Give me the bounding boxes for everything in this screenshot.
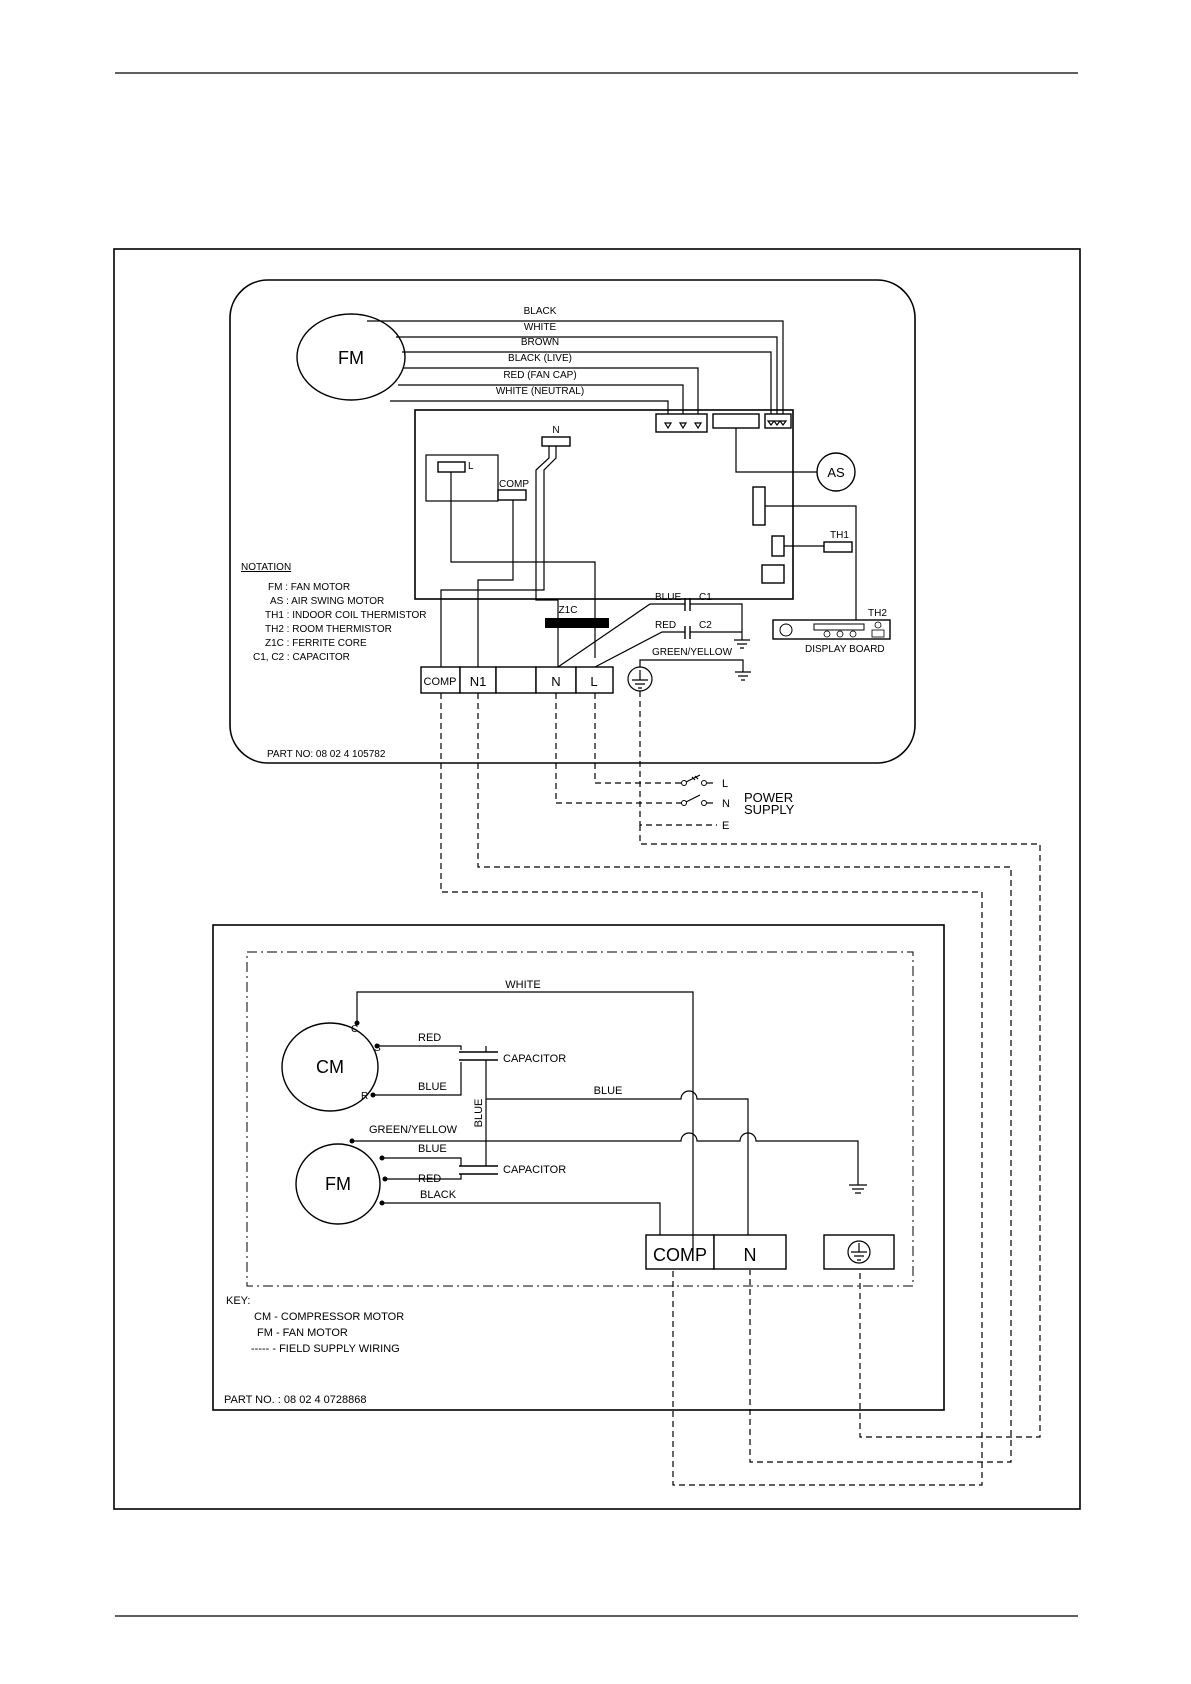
display-connector xyxy=(761,564,785,584)
cap-c1-wire-label: BLUE xyxy=(655,592,681,603)
terminal-n1-label: N1 xyxy=(470,674,487,689)
outdoor-wire-red-cm: RED xyxy=(418,1032,441,1044)
terminal-comp-label: COMP xyxy=(424,676,457,688)
power-supply-label-2: SUPPLY xyxy=(744,802,795,817)
field-supply-wiring xyxy=(440,693,1041,1486)
indoor-fan-motor-label: FM xyxy=(338,348,364,368)
terminal-l xyxy=(575,666,614,694)
compressor-s-label: S xyxy=(374,1043,381,1054)
ferrite-core-z1c xyxy=(545,618,609,628)
outdoor-wire-white: WHITE xyxy=(505,979,540,991)
power-l-label: L xyxy=(722,778,728,790)
th2-label: TH2 xyxy=(868,608,887,619)
outdoor-terminal-comp xyxy=(645,1234,715,1270)
terminal-l-label: L xyxy=(590,674,597,689)
compressor-motor xyxy=(281,1022,379,1112)
pcb-l-group xyxy=(425,454,499,502)
terminal-n1 xyxy=(459,666,497,694)
indoor-unit-outline xyxy=(229,279,916,764)
wire-label-brown: BROWN xyxy=(521,337,559,348)
pcb-comp-label: COMP xyxy=(499,479,529,490)
indoor-unit: FM BLACK WHITE BROWN BLACK (LIVE) RED (F… xyxy=(229,279,916,764)
wire-label-black-live: BLACK (LIVE) xyxy=(508,353,572,364)
outdoor-fan-motor xyxy=(295,1143,381,1225)
outdoor-unit-inner xyxy=(246,951,914,1287)
earth-wire-label: GREEN/YELLOW xyxy=(652,647,733,658)
compressor-motor-label: CM xyxy=(316,1057,344,1077)
outdoor-capacitor-2: CAPACITOR xyxy=(503,1164,566,1176)
diagram-frame xyxy=(113,248,1081,1510)
wire-label-white-neutral: WHITE (NEUTRAL) xyxy=(496,386,584,397)
pcb-n-label: N xyxy=(552,425,559,436)
cap-c2-label: C2 xyxy=(699,620,712,631)
terminal-n-label: N xyxy=(551,674,560,689)
display-board-label: DISPLAY BOARD xyxy=(805,644,885,655)
power-supply: L N E POWER SUPPLY xyxy=(555,691,795,832)
cap-c1-label: C1 xyxy=(699,592,712,603)
outdoor-wire-green-yellow: GREEN/YELLOW xyxy=(369,1124,458,1136)
outdoor-wire-blue-vertical: BLUE xyxy=(473,1099,485,1128)
pcb-comp-pad xyxy=(497,489,527,501)
compressor-c-label: C xyxy=(351,1024,358,1035)
notation-th1: TH1 : INDOOR COIL THERMISTOR xyxy=(265,610,427,621)
outdoor-terminal-comp-label: COMP xyxy=(653,1245,707,1265)
terminal-n xyxy=(535,666,577,694)
wire-label-red-fan-cap: RED (FAN CAP) xyxy=(503,370,576,381)
ferrite-core-label: Z1C xyxy=(559,605,578,616)
outdoor-part-no: PART NO. : 08 02 4 0728868 xyxy=(224,1394,366,1406)
swing-connector xyxy=(712,413,760,429)
th1-sensor xyxy=(823,541,853,553)
outdoor-fan-motor-label: FM xyxy=(325,1174,351,1194)
control-board xyxy=(414,409,794,600)
cap-c2-wire-label: RED xyxy=(655,620,676,631)
power-n-label: N xyxy=(722,798,730,810)
notation-z1c: Z1C : FERRITE CORE xyxy=(265,638,367,649)
indoor-fan-motor xyxy=(296,313,406,401)
outdoor-unit: CM C S R FM WHITE RED BLUE CAPACITOR BLU… xyxy=(212,924,945,1411)
th1-label: TH1 xyxy=(830,530,849,541)
wire-label-white: WHITE xyxy=(524,322,557,333)
key-cm: CM - COMPRESSOR MOTOR xyxy=(254,1311,404,1323)
thermistor-connector xyxy=(752,486,766,526)
air-swing-motor-label: AS xyxy=(827,465,845,480)
notation-fm: FM : FAN MOTOR xyxy=(268,582,350,593)
pcb-l-label: L xyxy=(468,461,474,472)
key-field-wiring: ----- - FIELD SUPPLY WIRING xyxy=(251,1343,400,1355)
notation-as: AS : AIR SWING MOTOR xyxy=(270,596,384,607)
compressor-r-label: R xyxy=(361,1091,368,1102)
outdoor-capacitor-1: CAPACITOR xyxy=(503,1053,566,1065)
outdoor-terminal-n-label: N xyxy=(744,1245,757,1265)
pcb-l-pad xyxy=(437,461,466,473)
outdoor-wire-blue-cm: BLUE xyxy=(418,1081,447,1093)
outdoor-wire-blue-fm: BLUE xyxy=(418,1143,447,1155)
notation-th2: TH2 : ROOM THERMISTOR xyxy=(265,624,392,635)
outdoor-unit-outline xyxy=(212,924,945,1411)
power-e-label: E xyxy=(722,820,729,832)
key-title: KEY: xyxy=(226,1295,250,1307)
notation-title: NOTATION xyxy=(241,562,291,573)
notation-c1c2: C1, C2 : CAPACITOR xyxy=(253,652,350,663)
outdoor-terminal-n xyxy=(713,1234,787,1270)
th1-connector xyxy=(771,535,785,557)
indoor-part-no: PART NO: 08 02 4 105782 xyxy=(267,749,386,760)
outdoor-wire-blue-main: BLUE xyxy=(594,1085,623,1097)
wire-label-black: BLACK xyxy=(524,306,557,317)
outdoor-wire-black: BLACK xyxy=(420,1189,457,1201)
outdoor-wire-red-fm: RED xyxy=(418,1173,441,1185)
power-supply-label-1: POWER xyxy=(744,790,793,805)
pcb-n-pad xyxy=(541,436,571,447)
key-fm: FM - FAN MOTOR xyxy=(257,1327,348,1339)
terminal-blank xyxy=(495,666,537,694)
